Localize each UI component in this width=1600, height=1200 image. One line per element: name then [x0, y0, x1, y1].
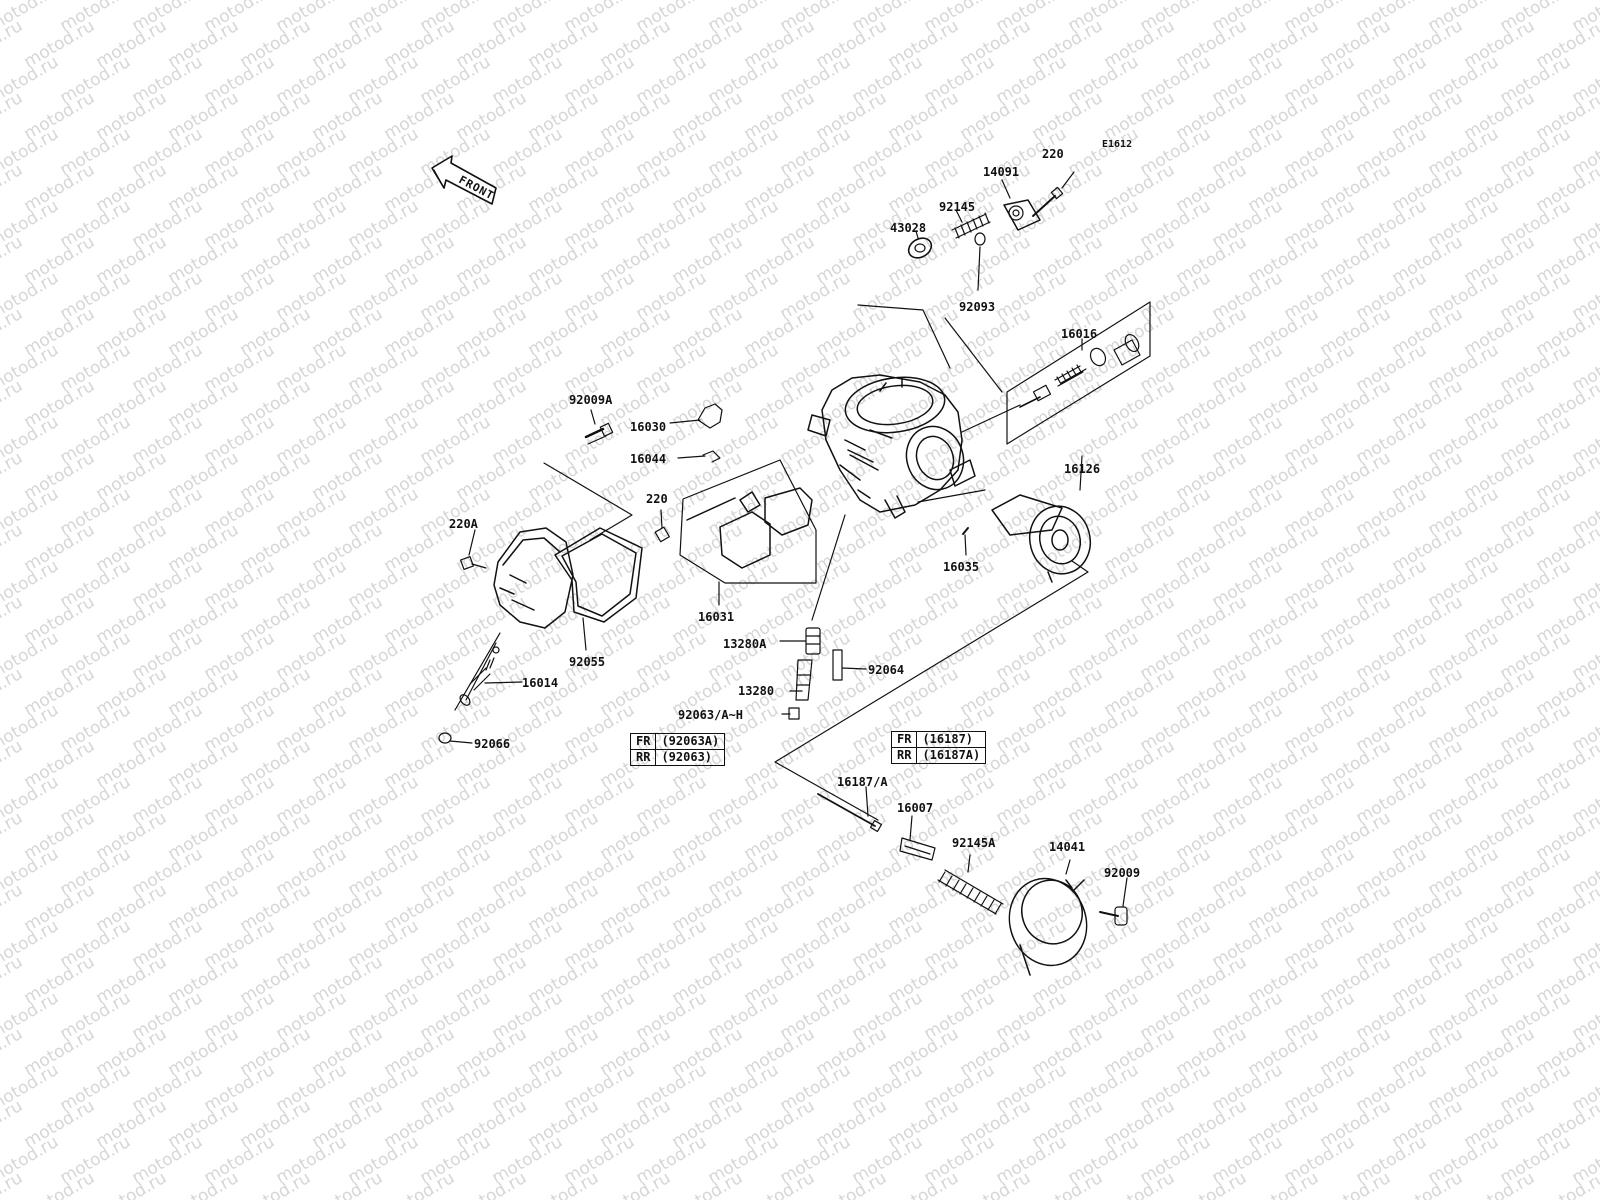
- part-label-92009A[interactable]: 92009A: [569, 393, 613, 407]
- pilot-screw-assembly: [1019, 333, 1141, 408]
- cap-part: [1003, 199, 1041, 231]
- leader-bottom-group: [774, 560, 1089, 821]
- part-label-92055[interactable]: 92055: [569, 655, 606, 669]
- screw-16187: [817, 793, 876, 827]
- bracket-16007: [899, 837, 936, 861]
- variant-row: RR (16187A): [890, 747, 987, 764]
- variant-row: RR (92063): [629, 749, 726, 766]
- mixture-screw-part: [454, 632, 501, 711]
- part-label-14041[interactable]: 14041: [1049, 840, 1086, 854]
- screw-92009: [1099, 906, 1128, 926]
- variant-position: RR: [890, 747, 918, 764]
- part-label-220-top[interactable]: 220: [1042, 147, 1064, 161]
- variant-part[interactable]: (92063A): [655, 733, 726, 750]
- part-label-16126[interactable]: 16126: [1064, 462, 1101, 476]
- part-label-14091[interactable]: 14091: [983, 165, 1020, 179]
- part-label-16007[interactable]: 16007: [897, 801, 934, 815]
- variant-position: RR: [629, 749, 657, 766]
- leader-diaphragm-group: [857, 304, 951, 369]
- part-label-43028[interactable]: 43028: [890, 221, 927, 235]
- clip-part: [702, 450, 721, 463]
- spring-92145A: [937, 869, 1004, 915]
- part-label-16031[interactable]: 16031: [698, 610, 735, 624]
- float-group-box: [679, 459, 817, 584]
- part-label-16187[interactable]: 16187/A: [837, 775, 888, 789]
- part-label-92063[interactable]: 92063/A~H: [678, 708, 744, 722]
- part-label-16016[interactable]: 16016: [1061, 327, 1098, 341]
- variant-position: FR: [890, 731, 918, 748]
- screw-92009A: [584, 422, 614, 445]
- variant-table-jet: FR (92063A) RR (92063): [629, 733, 726, 766]
- part-label-92064[interactable]: 92064: [868, 663, 905, 677]
- main-jet-92063: [788, 707, 800, 720]
- screw-220A: [459, 555, 475, 571]
- cover-14041: [1008, 877, 1088, 976]
- part-label-220-mid[interactable]: 220: [646, 492, 668, 506]
- part-label-92145[interactable]: 92145: [939, 200, 976, 214]
- part-label-13280[interactable]: 13280: [738, 684, 775, 698]
- jet-holder-13280A: [805, 627, 821, 655]
- spring-part: [951, 212, 991, 239]
- front-arrow-icon: [431, 155, 497, 205]
- plug-92066: [438, 732, 452, 744]
- part-label-16030[interactable]: 16030: [630, 420, 667, 434]
- part-label-16035[interactable]: 16035: [943, 560, 980, 574]
- variant-part[interactable]: (16187): [916, 731, 987, 748]
- variant-part[interactable]: (92063): [655, 749, 726, 766]
- needle-valve-part: [697, 403, 723, 429]
- pilot-jet-group-box: [1006, 301, 1151, 445]
- part-label-92009[interactable]: 92009: [1104, 866, 1141, 880]
- part-label-220A[interactable]: 220A: [449, 517, 478, 531]
- needle-jet-13280: [795, 659, 813, 701]
- carburetor-body: [807, 374, 976, 519]
- variant-row: FR (92063A): [629, 733, 726, 750]
- float-part: [686, 487, 813, 569]
- variant-position: FR: [629, 733, 657, 750]
- part-label-16044[interactable]: 16044: [630, 452, 667, 466]
- vacuum-piston-part: [991, 494, 1092, 583]
- variant-row: FR (16187): [890, 731, 987, 748]
- part-label-92066[interactable]: 92066: [474, 737, 511, 751]
- float-bowl-part: [493, 527, 643, 629]
- variant-part[interactable]: (16187A): [916, 747, 987, 764]
- diagram-code: E1612: [1102, 139, 1133, 150]
- o-ring-part: [974, 232, 986, 246]
- diaphragm-part: [907, 237, 933, 259]
- variant-table-screw: FR (16187) RR (16187A): [890, 731, 987, 764]
- part-label-13280A[interactable]: 13280A: [723, 637, 767, 651]
- part-label-92145A[interactable]: 92145A: [952, 836, 996, 850]
- part-label-16014[interactable]: 16014: [522, 676, 559, 690]
- part-label-92093[interactable]: 92093: [959, 300, 996, 314]
- jet-92064: [832, 649, 843, 681]
- screw-220-mid: [654, 526, 670, 543]
